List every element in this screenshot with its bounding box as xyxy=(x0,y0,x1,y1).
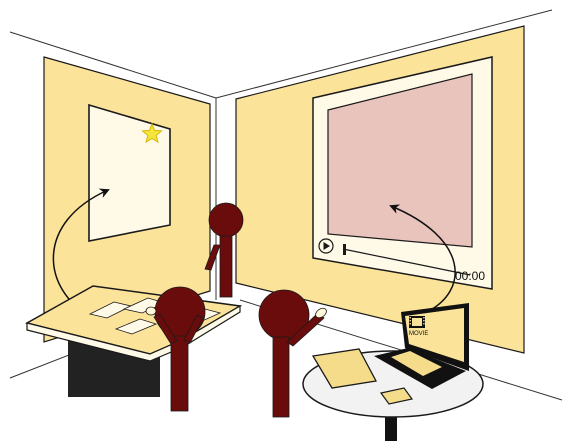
person-torso xyxy=(171,336,188,411)
film-hole xyxy=(423,323,424,324)
wall-poster xyxy=(89,105,170,241)
progress-handle[interactable] xyxy=(343,244,346,255)
film-hole xyxy=(410,317,411,318)
film-hole xyxy=(423,317,424,318)
person-torso xyxy=(273,337,289,417)
person-head xyxy=(209,203,243,237)
film-hole xyxy=(423,320,424,321)
person-torso xyxy=(220,236,232,297)
video-player: 00:00 xyxy=(313,57,492,289)
play-button[interactable] xyxy=(319,239,333,253)
video-timecode: 00:00 xyxy=(455,269,485,283)
film-frame xyxy=(412,318,422,326)
hand xyxy=(146,307,156,315)
film-hole xyxy=(410,320,411,321)
movie-file-label: MOVIE xyxy=(409,331,428,337)
film-icon xyxy=(409,316,425,328)
film-hole xyxy=(410,323,411,324)
